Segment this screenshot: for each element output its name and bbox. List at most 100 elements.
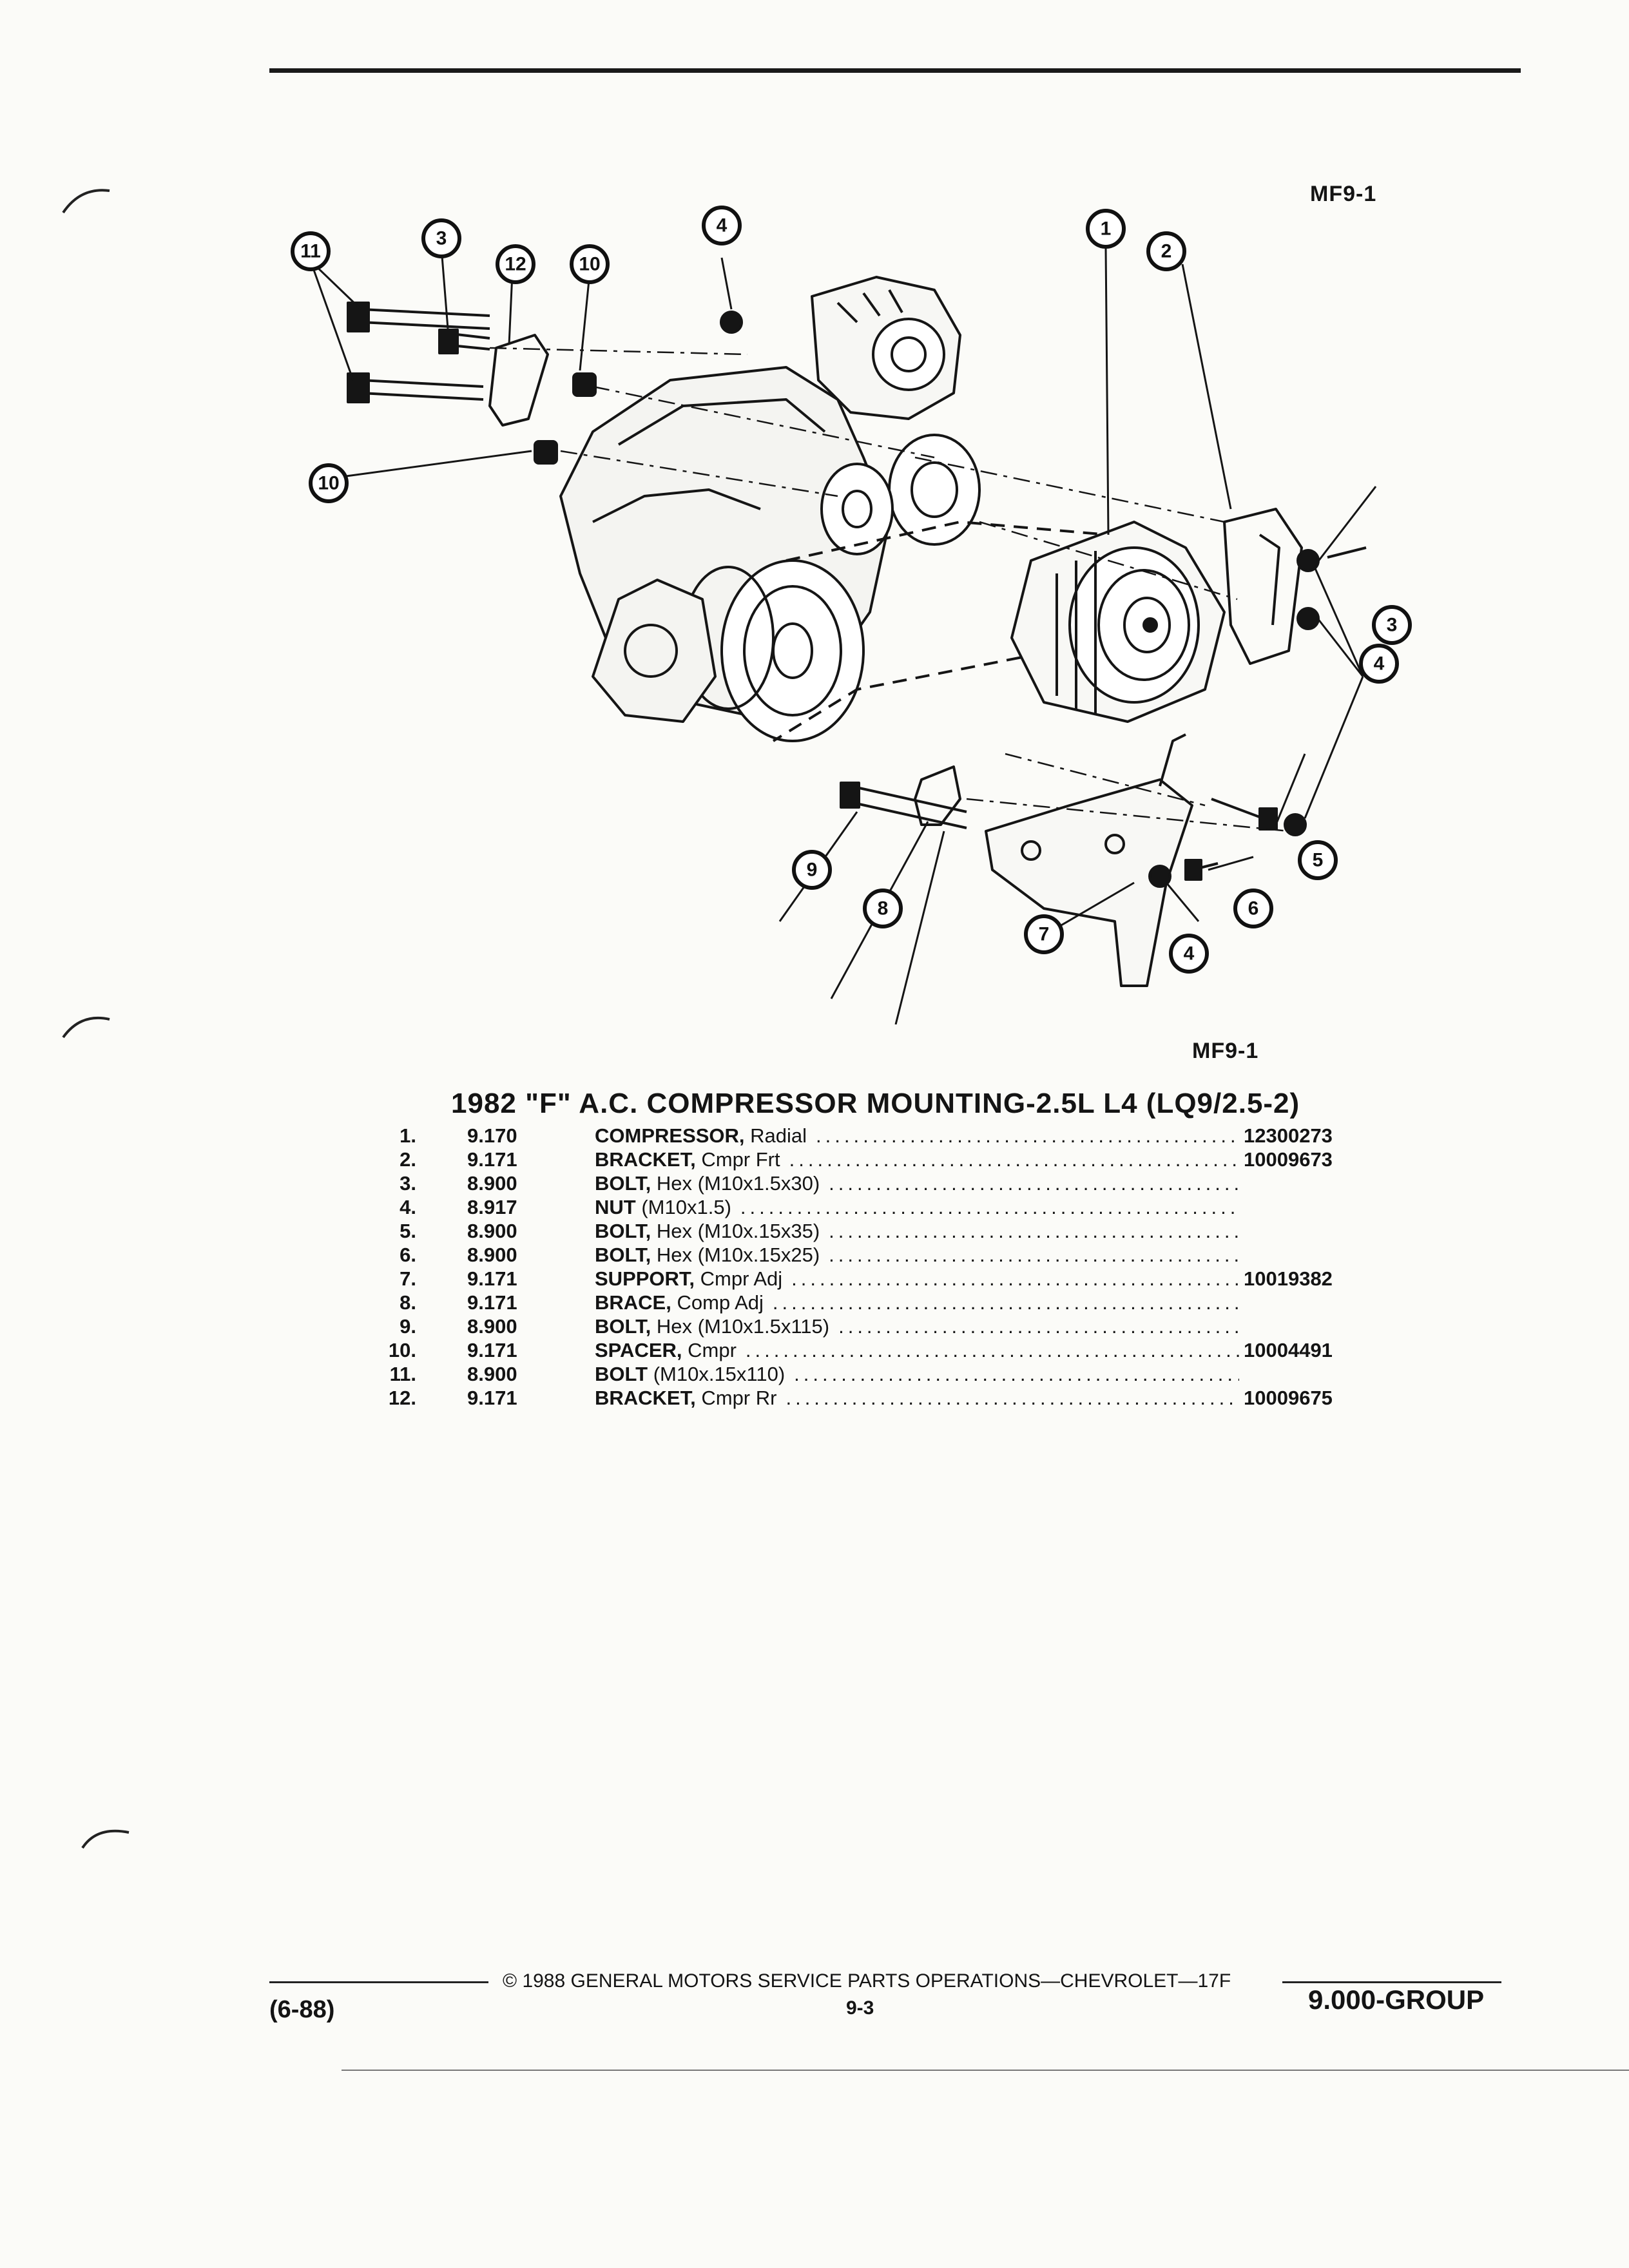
part-detail: (M10x1.5) bbox=[641, 1196, 731, 1218]
part-description: BRACE, Comp Adj.........................… bbox=[595, 1291, 1239, 1314]
leader-dots: ........................................… bbox=[816, 1124, 1239, 1147]
item-number: 11. bbox=[389, 1363, 416, 1385]
part-detail: Hex (M10x1.5x30) bbox=[656, 1172, 820, 1195]
group-number: 9.170 bbox=[467, 1124, 517, 1147]
svg-text:3: 3 bbox=[1387, 615, 1398, 636]
part-detail: Cmpr bbox=[688, 1339, 737, 1361]
page-bottom-rule bbox=[342, 2070, 1629, 2071]
part-number: 12300273 bbox=[1244, 1124, 1333, 1147]
footer-rule-left bbox=[269, 1981, 488, 1983]
part-description: BOLT, Hex (M10x.15x35)..................… bbox=[595, 1220, 1239, 1243]
part-name: NUT bbox=[595, 1196, 636, 1218]
part-name: BOLT, bbox=[595, 1315, 651, 1338]
item-number: 7. bbox=[400, 1267, 416, 1290]
callout-10: 10 bbox=[570, 244, 610, 284]
item-number: 8. bbox=[400, 1291, 416, 1314]
item-number: 6. bbox=[400, 1244, 416, 1266]
parts-row: 9. 8.900 BOLT, Hex (M10x1.5x115)..........… bbox=[361, 1315, 1392, 1339]
part-description: BOLT (M10x.15x110)......................… bbox=[595, 1363, 1239, 1386]
part-detail: Hex (M10x.15x25) bbox=[656, 1244, 820, 1266]
part-detail: Cmpr Adj bbox=[700, 1267, 783, 1290]
callout-8: 8 bbox=[863, 889, 903, 928]
part-description: BOLT, Hex (M10x1.5x30)..................… bbox=[595, 1172, 1239, 1195]
leader-dots: ........................................… bbox=[829, 1172, 1239, 1195]
item-number: 3. bbox=[400, 1172, 416, 1195]
svg-text:9: 9 bbox=[807, 860, 818, 881]
parts-table-title: 1982 "F" A.C. COMPRESSOR MOUNTING-2.5L L… bbox=[451, 1088, 1300, 1119]
header-rule bbox=[269, 68, 1521, 73]
leader-dots: ........................................… bbox=[838, 1315, 1239, 1338]
svg-text:11: 11 bbox=[300, 241, 321, 262]
callout-4: 4 bbox=[1169, 934, 1209, 974]
group-number: 9.171 bbox=[467, 1291, 517, 1314]
item-number: 1. bbox=[400, 1124, 416, 1147]
group-number: 9.171 bbox=[467, 1267, 517, 1290]
callout-11: 11 bbox=[291, 231, 331, 271]
part-description: BRACKET, Cmpr Frt.......................… bbox=[595, 1148, 1239, 1171]
part-name: BOLT bbox=[595, 1363, 648, 1385]
item-number: 10. bbox=[388, 1339, 416, 1361]
svg-text:3: 3 bbox=[436, 228, 447, 249]
item-number: 9. bbox=[400, 1315, 416, 1338]
part-name: BRACE, bbox=[595, 1291, 671, 1314]
callout-4: 4 bbox=[702, 206, 742, 245]
item-number: 2. bbox=[400, 1148, 416, 1171]
svg-text:4: 4 bbox=[717, 215, 728, 236]
svg-text:10: 10 bbox=[579, 254, 600, 275]
callout-5: 5 bbox=[1298, 840, 1338, 880]
callout-10: 10 bbox=[309, 463, 349, 503]
leader-dots: ........................................… bbox=[786, 1387, 1239, 1409]
item-number: 4. bbox=[400, 1196, 416, 1218]
footer-group-label: 9.000-GROUP bbox=[1308, 1984, 1485, 2015]
part-description: BRACKET, Cmpr Rr........................… bbox=[595, 1387, 1239, 1410]
svg-text:4: 4 bbox=[1184, 943, 1195, 965]
callout-7: 7 bbox=[1024, 914, 1064, 954]
leader-dots: ........................................… bbox=[791, 1267, 1239, 1290]
callout-12: 12 bbox=[496, 244, 535, 284]
part-detail: Radial bbox=[750, 1124, 807, 1147]
callout-4: 4 bbox=[1359, 644, 1399, 684]
binder-mark bbox=[62, 1016, 110, 1039]
svg-text:10: 10 bbox=[318, 473, 339, 494]
group-number: 9.171 bbox=[467, 1148, 517, 1171]
part-description: SPACER, Cmpr............................… bbox=[595, 1339, 1239, 1362]
group-number: 8.900 bbox=[467, 1363, 517, 1385]
callout-6: 6 bbox=[1233, 889, 1273, 928]
part-name: BOLT, bbox=[595, 1244, 651, 1266]
leader-dots: ........................................… bbox=[794, 1363, 1239, 1385]
footer-rule-right bbox=[1282, 1981, 1501, 1983]
binder-mark bbox=[62, 189, 110, 214]
leader-dots: ........................................… bbox=[829, 1244, 1239, 1266]
footer-date-code: (6-88) bbox=[269, 1996, 335, 2023]
part-description: SUPPORT, Cmpr Adj.......................… bbox=[595, 1267, 1239, 1291]
group-number: 9.171 bbox=[467, 1387, 517, 1409]
part-detail: Cmpr Rr bbox=[701, 1387, 777, 1409]
parts-row: 6. 8.900 BOLT, Hex (M10x.15x25)...........… bbox=[361, 1244, 1392, 1267]
leader-dots: ........................................… bbox=[740, 1196, 1239, 1218]
svg-text:2: 2 bbox=[1161, 241, 1172, 262]
leader-dots: ........................................… bbox=[789, 1148, 1239, 1171]
footer-copyright: © 1988 GENERAL MOTORS SERVICE PARTS OPER… bbox=[503, 1970, 1231, 1992]
svg-text:7: 7 bbox=[1039, 924, 1050, 945]
part-name: BRACKET, bbox=[595, 1387, 696, 1409]
group-number: 8.900 bbox=[467, 1315, 517, 1338]
part-detail: (M10x.15x110) bbox=[653, 1363, 786, 1385]
part-number: 10004491 bbox=[1244, 1339, 1333, 1361]
part-number: 10009675 bbox=[1244, 1387, 1333, 1409]
group-number: 8.900 bbox=[467, 1172, 517, 1195]
parts-row: 1. 9.170 COMPRESSOR, Radial...............… bbox=[361, 1124, 1392, 1148]
svg-text:5: 5 bbox=[1313, 850, 1324, 871]
part-description: BOLT, Hex (M10x1.5x115).................… bbox=[595, 1315, 1239, 1338]
part-name: COMPRESSOR, bbox=[595, 1124, 745, 1147]
part-name: SPACER, bbox=[595, 1339, 682, 1361]
callout-9: 9 bbox=[792, 850, 832, 890]
group-number: 8.900 bbox=[467, 1244, 517, 1266]
part-description: COMPRESSOR, Radial......................… bbox=[595, 1124, 1239, 1148]
figure-label-caption: MF9-1 bbox=[1192, 1039, 1259, 1063]
part-number: 10019382 bbox=[1244, 1267, 1333, 1290]
part-number: 10009673 bbox=[1244, 1148, 1333, 1171]
svg-text:8: 8 bbox=[878, 898, 889, 919]
